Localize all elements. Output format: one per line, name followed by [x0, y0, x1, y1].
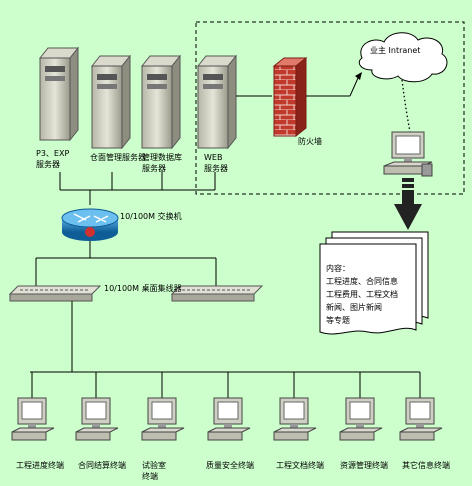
- terminal-label: 工程文档终端: [276, 460, 324, 471]
- content-line: 工程费用、工程文档: [326, 290, 398, 299]
- core-switch-label: 10/100M 交换机: [120, 212, 182, 221]
- content-document: [319, 231, 429, 335]
- content-line: 新闻、图片新闻: [326, 303, 382, 312]
- server-p3-label-line1: P3、EXP: [36, 149, 70, 158]
- terminal-label-line: 其它信息终端: [402, 461, 450, 470]
- server-warehouse-label: 仓面管理服务器: [90, 153, 146, 162]
- core-switch-icon: [61, 208, 119, 241]
- server-web-label-line1: WEB: [204, 153, 223, 162]
- terminal-label-line: 合同结算终端: [78, 461, 126, 470]
- intranet-label: 业主 Intranet: [370, 46, 421, 55]
- terminal-label-line: 工程文档终端: [276, 461, 324, 470]
- link-line: [349, 77, 359, 97]
- terminal-group: [11, 372, 443, 441]
- firewall-icon: [272, 56, 308, 138]
- server-web: [196, 54, 238, 150]
- terminal-pc-icon: [273, 372, 317, 441]
- content-line: 等专题: [326, 316, 350, 325]
- intranet-cloud: [358, 32, 448, 83]
- terminal-pc-icon: [399, 372, 443, 441]
- server-p3-label-line2: 服务器: [36, 160, 60, 169]
- hub-right-icon: [170, 285, 264, 302]
- content-line: 工程进度、合同信息: [326, 277, 398, 286]
- terminal-pc-icon: [207, 372, 251, 441]
- intranet-boundary: [195, 21, 465, 195]
- server-p3: [38, 46, 80, 142]
- server-web-label: WEB 服务器: [204, 152, 228, 174]
- terminal-label-line: 质量安全终端: [206, 461, 254, 470]
- terminal-label: 合同结算终端: [78, 460, 126, 471]
- arrow-head: [355, 72, 362, 80]
- terminal-pc-icon: [75, 372, 119, 441]
- terminal-pc-icon: [339, 372, 383, 441]
- terminal-pc-icon: [141, 372, 185, 441]
- server-database: [140, 54, 182, 150]
- server-db-label: 管理数据库 服务器: [142, 152, 182, 174]
- server-db-label-line2: 服务器: [142, 164, 166, 173]
- terminal-label-line: 资源管理终端: [340, 461, 388, 470]
- terminal-label-line: 工程进度终端: [16, 461, 64, 470]
- terminal-label: 其它信息终端: [402, 460, 450, 471]
- terminal-pc-icon: [11, 372, 55, 441]
- terminal-label: 工程进度终端: [16, 460, 64, 471]
- terminal-label-line: 终端: [142, 472, 158, 481]
- content-line: 内容：: [326, 264, 350, 273]
- server-p3-label: P3、EXP 服务器: [36, 148, 69, 170]
- server-web-label-line2: 服务器: [204, 164, 228, 173]
- hub-left-icon: [8, 285, 102, 302]
- download-arrow: [394, 178, 422, 230]
- desk-hub-label: 10/100M 桌面集线器: [104, 284, 182, 293]
- intranet-pc-icon: [383, 131, 433, 177]
- terminal-label: 质量安全终端: [206, 460, 254, 471]
- content-box-text: 内容： 工程进度、合同信息 工程费用、工程文档 新闻、图片新闻 等专题: [326, 262, 398, 327]
- dotted-link: [401, 79, 411, 133]
- server-warehouse: [90, 54, 132, 150]
- firewall-label: 防火墙: [298, 137, 322, 146]
- terminal-label: 试验室终端: [142, 460, 166, 482]
- terminal-label-line: 试验室: [142, 461, 166, 470]
- server-db-label-line1: 管理数据库: [142, 153, 182, 162]
- terminal-label: 资源管理终端: [340, 460, 388, 471]
